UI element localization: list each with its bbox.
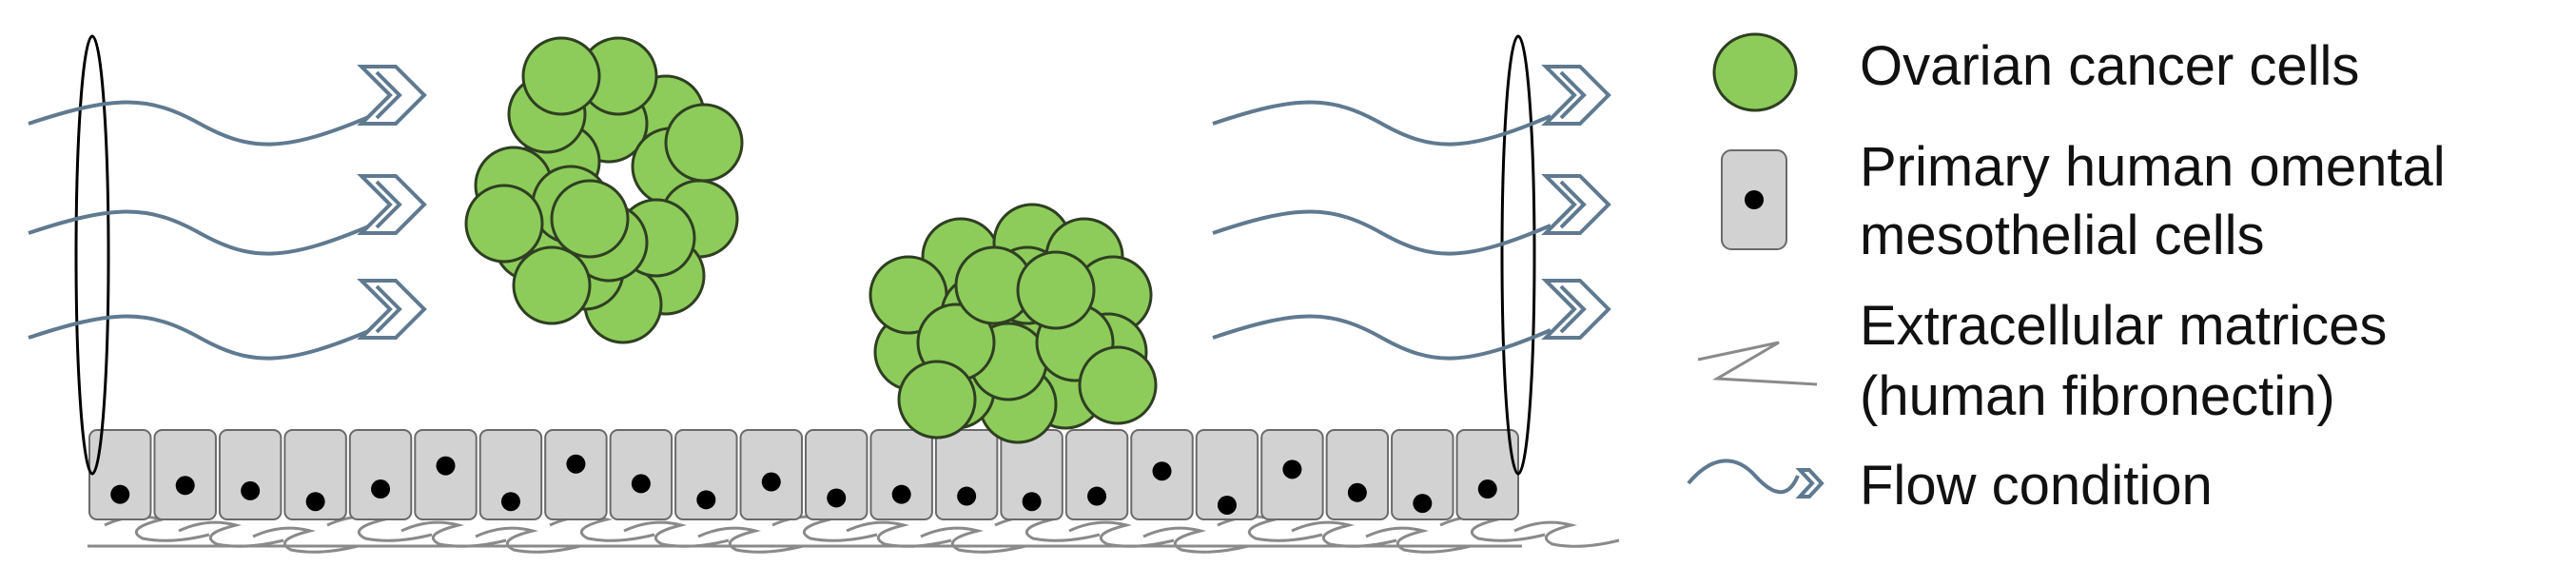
nucleus: [1152, 461, 1172, 481]
nucleus: [696, 490, 716, 510]
nucleus: [500, 492, 520, 512]
ecm-fiber: [178, 520, 284, 548]
nucleus: [1087, 486, 1107, 506]
ovarian-cancer-cell: [897, 360, 977, 440]
mesothelial-cell: [478, 429, 543, 520]
mesothelial-cell: [1064, 429, 1129, 520]
nucleus: [957, 486, 977, 506]
legend-label-ecm-line1: Extracellular matrices: [1860, 295, 2388, 357]
chamber-outlet-ring: [1500, 34, 1536, 476]
nucleus: [631, 474, 651, 494]
legend-cancer-cell-icon: [1712, 32, 1798, 112]
ecm-fiber: [1365, 526, 1472, 554]
mesothelial-cell: [674, 429, 738, 520]
nucleus: [761, 472, 781, 492]
ovarian-cancer-cell: [512, 245, 592, 325]
mesothelial-cell: [283, 429, 347, 520]
ecm-fiber: [623, 520, 730, 548]
nucleus: [1217, 495, 1237, 515]
mesothelial-cell: [88, 429, 152, 520]
mesothelial-cell: [934, 429, 999, 520]
mesothelial-cell: [218, 429, 283, 520]
legend-icons: [1687, 32, 1825, 499]
legend-nucleus-icon: [1745, 190, 1764, 209]
legend-label-ecm-line2: (human fibronectin): [1860, 365, 2335, 427]
mesothelial-cell: [544, 429, 608, 520]
flow-arrow-wave: [1212, 209, 1551, 256]
legend-ecm-fiber-icon: [1697, 341, 1818, 386]
ovarian-cancer-cell: [1016, 250, 1096, 330]
nucleus: [1477, 479, 1497, 499]
flow-arrow-head: [357, 65, 427, 126]
flow-chamber-walls: [74, 34, 1536, 476]
nucleus: [827, 488, 847, 508]
ecm-fiber: [920, 526, 1026, 554]
flow-arrow-wave: [28, 209, 372, 256]
flow-arrow-head: [357, 174, 427, 235]
ovarian-cancer-cell: [1078, 345, 1158, 425]
mesothelial-cell: [348, 429, 413, 520]
flow-arrow-head: [357, 279, 427, 340]
ecm-fiber: [846, 520, 952, 548]
flow-arrow-inner-chevron: [375, 284, 402, 334]
flow-arrow-head: [1541, 174, 1611, 235]
legend-label-flow-condition: Flow condition: [1860, 455, 2213, 517]
nucleus: [1022, 492, 1042, 512]
legend-label-ovarian-cancer-cells: Ovarian cancer cells: [1860, 35, 2360, 97]
nucleus: [305, 492, 325, 512]
flow-arrow-wave: [28, 100, 372, 147]
flow-arrow-inner-chevron: [375, 180, 402, 229]
mesothelial-cell: [1195, 429, 1259, 520]
nucleus: [1282, 459, 1302, 479]
nucleus: [110, 484, 130, 504]
mesothelial-cell: [805, 429, 868, 520]
ovarian-cancer-cell: [550, 179, 630, 259]
ecm-fiber: [1142, 526, 1249, 554]
flow-arrow-inner-chevron: [1559, 180, 1587, 229]
mesothelial-cell: [1325, 429, 1390, 520]
mesothelial-cell: [153, 429, 217, 520]
nucleus: [371, 479, 391, 499]
extracellular-matrix-layer: [88, 515, 1620, 554]
nucleus: [436, 456, 456, 476]
ovarian-cancer-cell: [521, 36, 601, 116]
nucleus: [891, 484, 911, 504]
flow-arrow-head: [1541, 279, 1611, 340]
nucleus: [1347, 482, 1367, 502]
mesothelial-monolayer: [88, 429, 1519, 520]
ecm-fiber: [1291, 520, 1397, 548]
legend-flow-wave-icon: [1687, 459, 1800, 495]
ovarian-cancer-cell: [664, 103, 744, 183]
ecm-fiber: [1068, 520, 1175, 548]
ecm-fiber: [475, 526, 581, 554]
flow-arrow-inner-chevron: [1559, 70, 1587, 120]
flow-arrows: [28, 65, 1611, 361]
ovarian-cancer-cell: [464, 184, 544, 264]
flow-arrow-inner-chevron: [375, 70, 402, 120]
flow-arrow-wave: [28, 314, 372, 361]
nucleus: [566, 454, 586, 474]
nucleus: [175, 476, 195, 496]
flow-arrow-wave: [1212, 100, 1551, 147]
ecm-fiber: [400, 520, 507, 548]
nucleus: [241, 480, 261, 500]
cancer-spheroids: [464, 36, 1158, 444]
ecm-fiber: [697, 526, 804, 554]
legend-label-mesothelial-line2: mesothelial cells: [1860, 205, 2265, 266]
flow-arrow-wave: [1212, 314, 1551, 361]
flow-arrow-inner-chevron: [1559, 284, 1587, 334]
ecm-fiber: [1513, 520, 1620, 548]
mesothelial-cell: [869, 429, 933, 520]
mesothelial-cell: [1391, 429, 1454, 520]
nucleus: [1413, 494, 1433, 514]
legend-flow-chevron-icon: [1795, 468, 1825, 499]
legend-label-mesothelial-line1: Primary human omental: [1860, 136, 2446, 198]
ecm-fiber: [252, 526, 359, 554]
flow-arrow-head: [1541, 65, 1611, 126]
ecm-fiber: [771, 515, 878, 542]
chamber-inlet-ring: [74, 34, 110, 476]
